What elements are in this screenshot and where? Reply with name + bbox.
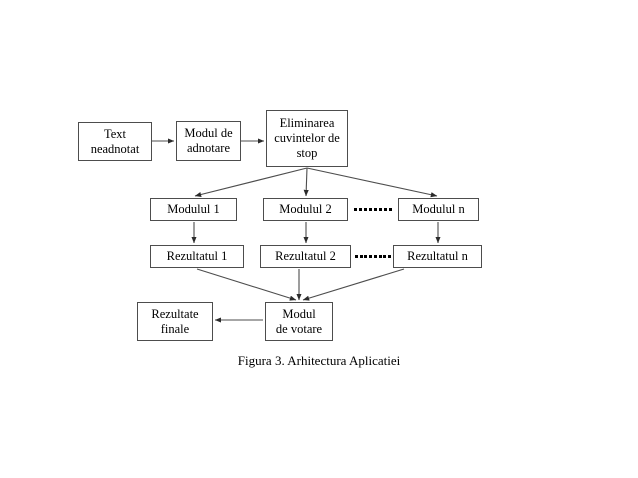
node-rezultatul-1[interactable]: Rezultatul 1 (150, 245, 244, 268)
edge-stop-to-modulul-1 (194, 167, 308, 198)
node-modul-de-adnotare[interactable]: Modul de adnotare (176, 121, 241, 161)
node-rezultatul-2[interactable]: Rezultatul 2 (260, 245, 351, 268)
node-modulul-2[interactable]: Modulul 2 (263, 198, 348, 221)
node-rezultatul-n[interactable]: Rezultatul n (393, 245, 482, 268)
edge-rezultatul-1-to-votare (196, 268, 297, 301)
node-modul-de-votare[interactable]: Modul de votare (265, 302, 333, 341)
node-eliminarea-cuvintelor-de-stop[interactable]: Eliminarea cuvintelor de stop (266, 110, 348, 167)
node-text-neadnotat[interactable]: Text neadnotat (78, 122, 152, 161)
figure-caption: Figura 3. Arhitectura Aplicatiei (237, 353, 401, 368)
ellipsis-results-row (355, 254, 391, 258)
ellipsis-modules-row (354, 207, 392, 211)
edge-rezultatul-n-to-votare (302, 268, 405, 301)
node-rezultate-finale[interactable]: Rezultate finale (137, 302, 213, 341)
edge-stop-to-modulul-n (306, 167, 438, 198)
node-modulul-1[interactable]: Modulul 1 (150, 198, 237, 221)
node-modulul-n[interactable]: Modulul n (398, 198, 479, 221)
edge-stop-to-modulul-2 (303, 167, 309, 197)
